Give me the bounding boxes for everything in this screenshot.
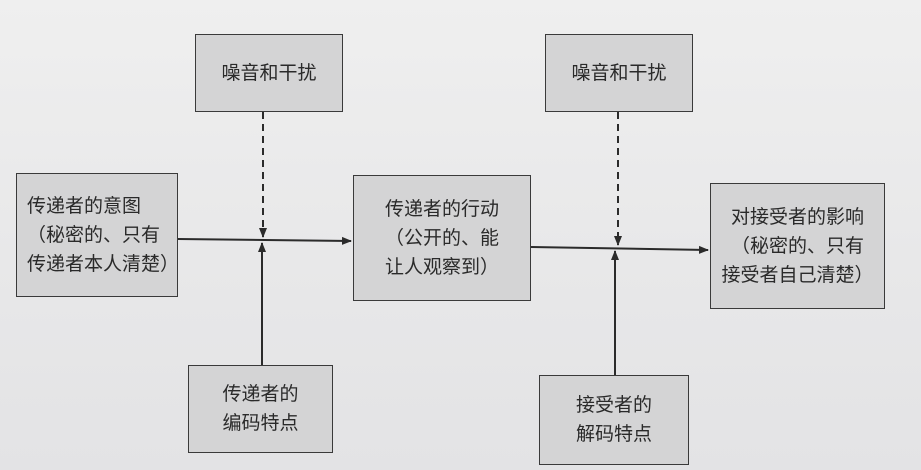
- sender-action-line-2: （公开的、能: [384, 226, 499, 249]
- sender-encoding-box: 传递者的 编码特点: [188, 365, 333, 453]
- receiver-decoding-line-2: 解码特点: [575, 423, 652, 445]
- arrow-action-to-effect: [530, 245, 709, 254]
- noise-box-right: 噪音和干扰: [545, 34, 693, 112]
- sender-encoding-line-1: 传递者的: [222, 383, 299, 405]
- receiver-decoding-box: 接受者的 解码特点: [539, 375, 689, 465]
- sender-intent-box: 传递者的意图 （秘密的、只有 传递者本人清楚）: [16, 173, 180, 297]
- sender-intent-line-1: 传递者的意图: [27, 194, 142, 217]
- sender-action-line-3: 让人观察到）: [384, 255, 499, 278]
- receiver-effect-line-2: （秘密的、只有: [730, 234, 864, 257]
- receiver-effect-line-1: 对接受者的影响: [730, 205, 864, 228]
- sender-encoding-line-2: 编码特点: [222, 412, 299, 434]
- sender-action-line-1: 传递者的行动: [384, 197, 499, 220]
- receiver-effect-line-3: 接受者自己清楚）: [721, 263, 874, 286]
- noise-label-left: 噪音和干扰: [221, 61, 317, 84]
- noise-label-right: 噪音和干扰: [571, 61, 667, 84]
- sender-intent-line-3: 传递者本人清楚）: [27, 252, 180, 275]
- noise-box-left: 噪音和干扰: [195, 34, 343, 112]
- arrow-intent-to-action: [177, 236, 352, 245]
- sender-intent-line-2: （秘密的、只有: [27, 223, 161, 246]
- receiver-effect-box: 对接受者的影响 （秘密的、只有 接受者自己清楚）: [710, 183, 885, 309]
- receiver-decoding-line-1: 接受者的: [575, 394, 652, 416]
- sender-action-box: 传递者的行动 （公开的、能 让人观察到）: [353, 175, 531, 301]
